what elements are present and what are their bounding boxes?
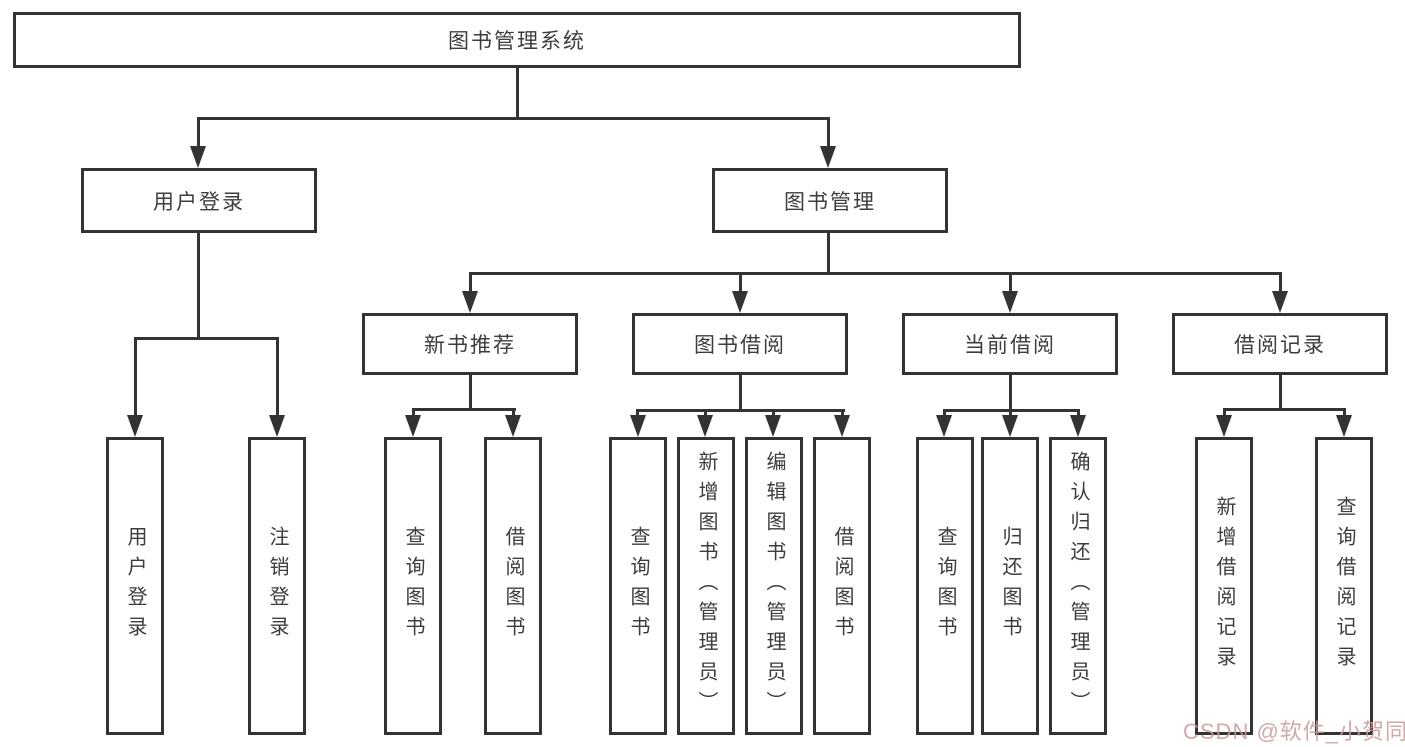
connector-level3-drop	[1009, 272, 1012, 294]
connector-book-mgmt-stem	[827, 233, 830, 275]
leaf-borrowing-borrow-books: 借阅图书	[813, 437, 871, 735]
arrowhead-down-icon	[462, 291, 478, 313]
leaf-recommend-borrow-books: 借阅图书	[484, 437, 542, 735]
leaf-logout: 注销登录	[248, 437, 306, 735]
connector-level3-drop	[739, 272, 742, 294]
leaf-borrowing-edit-books: 编辑图书（管理员）	[745, 437, 803, 735]
leaf-records-query-record: 查询借阅记录	[1315, 437, 1373, 735]
leaf-borrowing-add-books: 新增图书（管理员）	[677, 437, 735, 735]
connector-level3-drop	[469, 272, 472, 294]
leaf-current-return-books-label: 归还图书	[999, 526, 1021, 646]
connector-leaf-drop	[134, 337, 137, 417]
node-book-management-label: 图书管理	[784, 190, 876, 214]
leaf-current-query-books-label: 查询图书	[934, 526, 956, 646]
connector-leaf-drop	[1077, 409, 1080, 419]
connector-records-splitter	[1223, 408, 1346, 411]
arrowhead-down-icon	[1272, 291, 1288, 313]
leaf-recommend-query-books-label: 查询图书	[402, 526, 424, 646]
connector-leaf-drop	[772, 409, 775, 419]
leaf-borrowing-query-books: 查询图书	[609, 437, 667, 735]
connector-leaf-drop	[841, 409, 844, 419]
leaf-borrowing-query-books-label: 查询图书	[627, 526, 649, 646]
leaf-recommend-borrow-books-label: 借阅图书	[502, 526, 524, 646]
leaf-current-return-books: 归还图书	[981, 437, 1039, 735]
node-new-book-recommend-label: 新书推荐	[424, 334, 516, 357]
arrowhead-down-icon	[630, 415, 646, 437]
node-book-borrowing-label: 图书借阅	[694, 334, 786, 357]
arrowhead-down-icon	[505, 415, 521, 437]
connector-level3-splitter	[469, 272, 1282, 275]
arrowhead-down-icon	[190, 146, 206, 168]
node-user-login-label: 用户登录	[153, 190, 245, 214]
node-book-borrowing: 图书借阅	[632, 313, 848, 375]
node-root-label: 图书管理系统	[448, 30, 586, 53]
arrowhead-down-icon	[1002, 291, 1018, 313]
leaf-user-login-label: 用户登录	[124, 526, 146, 646]
connector-recommend-stem	[469, 375, 472, 411]
connector-user-login-stem	[197, 233, 200, 340]
connector-leaf-drop	[1009, 409, 1012, 419]
leaf-records-add-record-label: 新增借阅记录	[1213, 496, 1235, 676]
connector-leaf-drop	[1343, 408, 1346, 419]
node-root-system: 图书管理系统	[13, 12, 1021, 68]
connector-leaf-drop	[1223, 408, 1226, 419]
connector-records-stem	[1279, 375, 1282, 411]
connector-leaf-drop	[704, 409, 707, 419]
leaf-records-query-record-label: 查询借阅记录	[1333, 496, 1355, 676]
connector-leaf-drop	[636, 409, 639, 419]
connector-level3-drop	[1279, 272, 1282, 294]
arrowhead-down-icon	[405, 415, 421, 437]
node-current-borrowing: 当前借阅	[902, 313, 1118, 375]
node-user-login: 用户登录	[81, 168, 317, 233]
arrowhead-down-icon	[1216, 415, 1232, 437]
connector-recommend-splitter	[412, 408, 516, 411]
connector-leaf-drop	[512, 408, 515, 419]
connector-leaf-drop	[943, 409, 946, 419]
node-borrowing-records-label: 借阅记录	[1234, 334, 1326, 357]
arrowhead-down-icon	[936, 415, 952, 437]
leaf-borrowing-edit-books-label: 编辑图书（管理员）	[763, 451, 785, 721]
connector-user-login-splitter	[134, 337, 279, 340]
node-current-borrowing-label: 当前借阅	[964, 334, 1056, 357]
connector-level2-splitter	[197, 117, 830, 120]
connector-leaf-drop	[276, 337, 279, 417]
leaf-records-add-record: 新增借阅记录	[1195, 437, 1253, 735]
connector-root-stem	[516, 68, 519, 119]
arrowhead-down-icon	[732, 291, 748, 313]
connector-borrowing-stem	[739, 375, 742, 412]
arrowhead-down-icon	[765, 415, 781, 437]
node-new-book-recommend: 新书推荐	[362, 313, 578, 375]
leaf-recommend-query-books: 查询图书	[384, 437, 442, 735]
connector-current-stem	[1009, 375, 1012, 412]
arrowhead-down-icon	[834, 415, 850, 437]
arrowhead-down-icon	[697, 415, 713, 437]
csdn-watermark: CSDN @软件_小贺同学	[1183, 719, 1405, 744]
connector-borrowing-splitter	[636, 409, 845, 412]
arrowhead-down-icon	[1002, 415, 1018, 437]
leaf-borrowing-borrow-books-label: 借阅图书	[831, 526, 853, 646]
leaf-logout-label: 注销登录	[266, 526, 288, 646]
arrowhead-down-icon	[820, 146, 836, 168]
leaf-current-confirm-return-label: 确认归还（管理员）	[1067, 451, 1089, 721]
leaf-current-query-books: 查询图书	[916, 437, 974, 735]
connector-user-login-drop	[197, 117, 200, 149]
leaf-borrowing-add-books-label: 新增图书（管理员）	[695, 451, 717, 721]
node-book-management: 图书管理	[712, 168, 948, 233]
arrowhead-down-icon	[127, 415, 143, 437]
arrowhead-down-icon	[1336, 415, 1352, 437]
leaf-user-login: 用户登录	[106, 437, 164, 735]
leaf-current-confirm-return: 确认归还（管理员）	[1049, 437, 1107, 735]
node-borrowing-records: 借阅记录	[1172, 313, 1388, 375]
arrowhead-down-icon	[1070, 415, 1086, 437]
connector-book-mgmt-drop	[827, 117, 830, 149]
connector-leaf-drop	[412, 408, 415, 419]
arrowhead-down-icon	[269, 415, 285, 437]
